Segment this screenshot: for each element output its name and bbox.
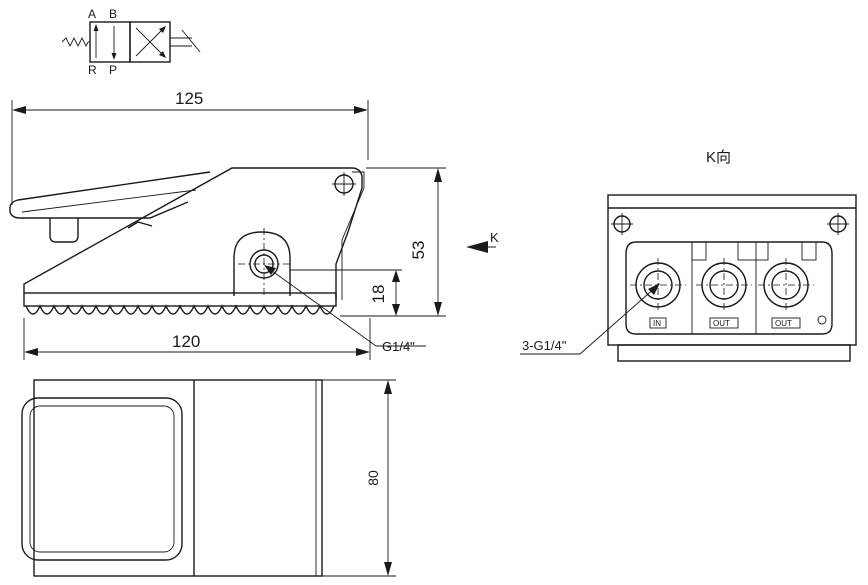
port-label-in: IN: [653, 319, 661, 328]
view-arrow-k: [466, 241, 488, 253]
pedal-plate: [9, 171, 211, 219]
end-base-strip: [617, 344, 851, 362]
port-panel: [625, 241, 833, 335]
port-in: IN: [630, 258, 686, 329]
base-plate: [23, 292, 337, 307]
port-label-r: R: [88, 63, 97, 77]
valve-symbol: A B R P: [61, 7, 201, 77]
top-view: 80: [21, 379, 396, 577]
top-body: [33, 379, 323, 577]
pedal-pad: [21, 397, 183, 561]
port-label-p: P: [109, 63, 117, 77]
port-label-out-1: OUT: [713, 319, 730, 328]
port-label-b: B: [109, 7, 117, 21]
port-boss: [233, 231, 291, 296]
view-arrow-label: K: [490, 230, 499, 245]
end-view-title: K向: [706, 149, 731, 166]
callout-side-port: G1/4": [382, 339, 415, 354]
spring-zigzag: [61, 36, 89, 48]
end-view: K向 IN: [520, 149, 857, 362]
dim-width: 80: [365, 470, 381, 486]
dim-height: 53: [409, 241, 428, 260]
dim-overall-length: 125: [175, 89, 203, 108]
symbol-box-right: [129, 21, 171, 63]
dim-base-length: 120: [172, 332, 200, 351]
leader-3g14: [579, 286, 657, 355]
port-label-out-2: OUT: [775, 319, 792, 328]
port-out-1: OUT: [696, 258, 752, 329]
rubber-sole: [25, 304, 335, 315]
callout-end-ports: 3-G1/4": [522, 338, 567, 353]
port-label-a: A: [88, 7, 96, 21]
port-out-2: OUT: [758, 258, 814, 329]
leader-g14: [267, 267, 377, 347]
dim-port-height: 18: [369, 285, 388, 304]
pedal-outline: [23, 167, 363, 300]
side-view: 125 120: [9, 89, 499, 360]
